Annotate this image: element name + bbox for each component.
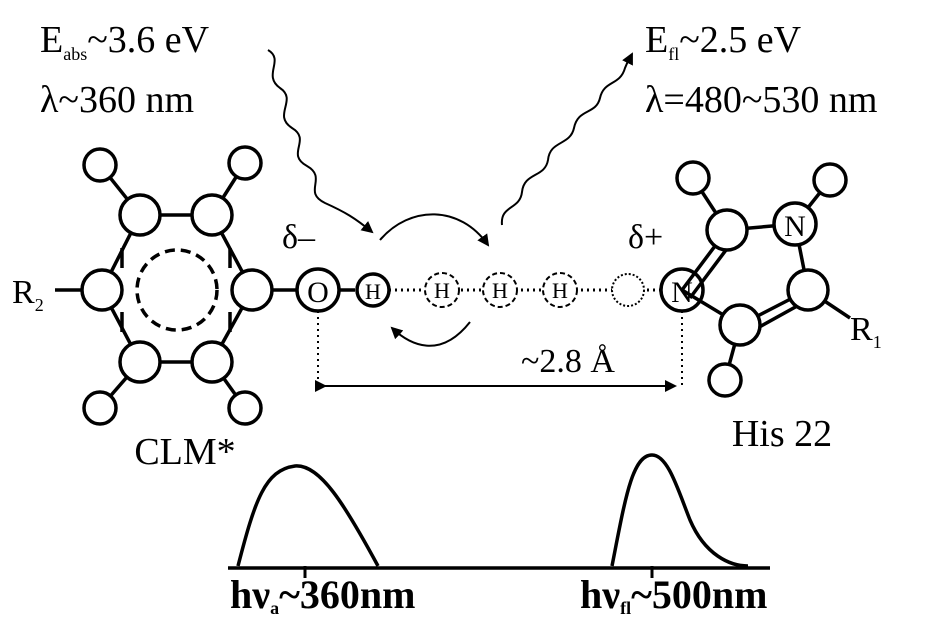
svg-text:Eabs~3.6 eV: Eabs~3.6 eV <box>40 19 210 64</box>
abs-energy-subscript: abs <box>63 44 87 64</box>
fl-wavelength: λ=480~530 nm <box>645 79 877 121</box>
fl-energy-subscript: fl <box>668 44 679 64</box>
hydrogen-atom-donor: H <box>355 272 391 308</box>
absorption-label: Eabs~3.6 eV λ~360 nm <box>40 19 210 121</box>
fluorescence-label: Efl~2.5 eV λ=480~530 nm <box>645 19 877 121</box>
transient-h-1-label: H <box>434 278 450 303</box>
clm-phenol-ring <box>55 145 298 426</box>
fl-spectrum-label: hνfl~500nm <box>580 572 768 618</box>
delta-minus: δ– <box>282 219 316 256</box>
fluorescence-band <box>610 453 749 568</box>
abs-energy-symbol: E <box>40 19 63 61</box>
abs-wavelength: λ~360 nm <box>40 79 194 121</box>
fl-hv: hν <box>580 572 620 617</box>
transient-h-2: H <box>482 272 518 308</box>
r2-subscript: 2 <box>35 295 44 315</box>
svg-text:Efl~2.5 eV: Efl~2.5 eV <box>645 19 802 64</box>
r1-substituent: R1 <box>850 311 882 352</box>
abs-hv-value: ~360nm <box>279 572 415 617</box>
fl-hv-value: ~500nm <box>631 572 767 617</box>
histidine-ring <box>675 160 851 398</box>
abs-spectrum-label: hνa~360nm <box>230 572 416 618</box>
r2-substituent: R2 <box>12 274 44 315</box>
distance-label: ~2.8 Å <box>521 343 615 380</box>
transient-h-1: H <box>424 272 460 308</box>
abs-hv: hν <box>230 572 270 617</box>
delta-plus: δ+ <box>628 219 663 256</box>
back-proton-arrow <box>390 321 471 347</box>
nitrogen-ring: N <box>772 201 818 247</box>
abs-energy-value: ~3.6 eV <box>87 19 209 61</box>
r1-subscript: 1 <box>873 332 882 352</box>
transient-h-3: H <box>542 272 578 308</box>
r1-letter: R <box>850 311 873 348</box>
his-label: His 22 <box>732 413 832 455</box>
oxygen-label: O <box>307 276 329 309</box>
absorption-band <box>236 464 380 567</box>
fl-energy-value: ~2.5 eV <box>679 19 801 61</box>
transient-h-3-label: H <box>552 278 568 303</box>
hydrogen-label: H <box>365 279 381 304</box>
oxygen-atom: O <box>295 267 341 313</box>
forward-proton-arrow <box>379 213 490 247</box>
fluorescence-photon-arrow <box>500 52 633 226</box>
transient-h-2-label: H <box>492 278 508 303</box>
spectrum <box>228 453 770 578</box>
fl-energy-symbol: E <box>645 19 668 61</box>
nitrogen-ring-label: N <box>784 210 806 243</box>
transient-h-4 <box>611 273 645 307</box>
absorption-photon-arrow <box>267 49 374 234</box>
clm-label: CLM* <box>134 431 235 473</box>
r2-letter: R <box>12 274 35 311</box>
abs-hv-sub: a <box>270 598 279 618</box>
fl-hv-sub: fl <box>620 598 631 618</box>
